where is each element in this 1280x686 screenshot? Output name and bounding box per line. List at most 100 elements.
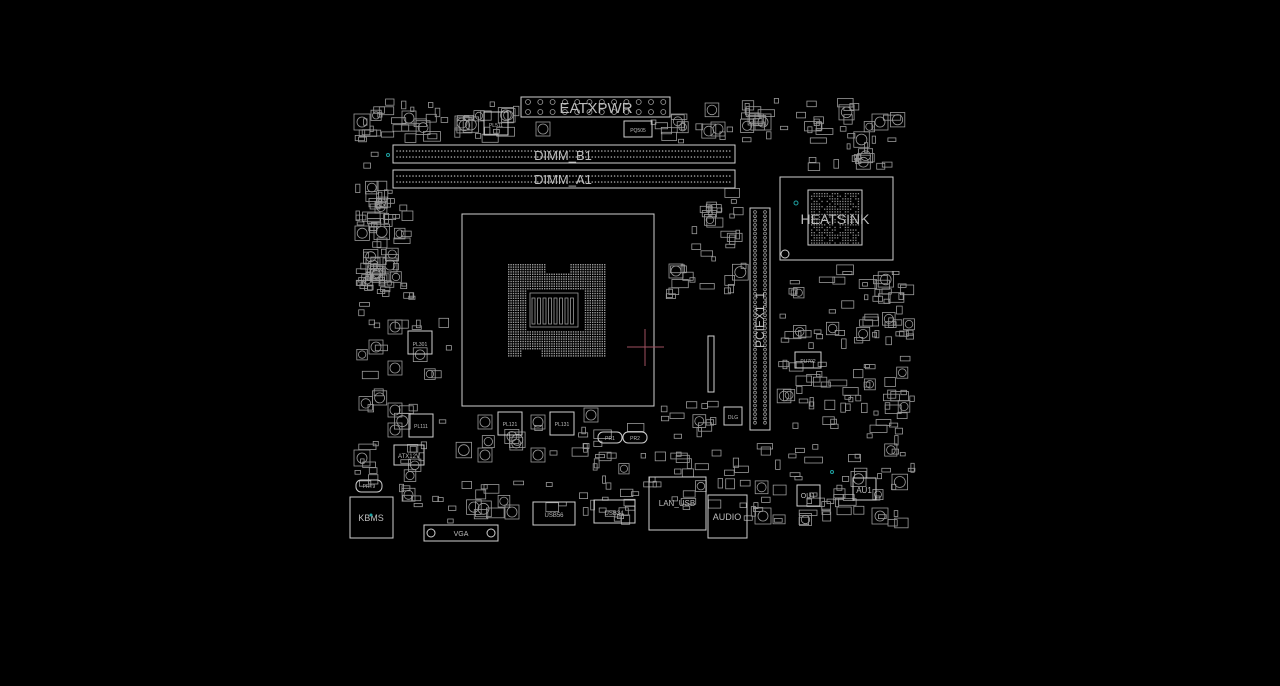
- smd-component: [839, 126, 847, 132]
- smd-component: [809, 137, 827, 144]
- inductor-pl511[interactable]: PL511: [483, 111, 509, 136]
- inductor-pl131[interactable]: PL131: [549, 411, 575, 436]
- pin: [684, 150, 686, 152]
- pin: [524, 321, 527, 323]
- pciex1-slot[interactable]: PCIEX1_1: [749, 207, 771, 431]
- pin: [582, 268, 584, 271]
- smd-component: [842, 270, 853, 275]
- pin: [572, 264, 575, 266]
- pin: [399, 181, 402, 183]
- pin: [629, 156, 632, 158]
- ball: [842, 237, 844, 239]
- smd-component: [750, 506, 756, 517]
- inductor-pl121[interactable]: PL121: [497, 411, 523, 436]
- pin: [601, 309, 603, 311]
- chip-ou1[interactable]: OU1: [796, 484, 821, 507]
- smd-component: [795, 447, 805, 453]
- pin: [604, 181, 606, 183]
- part-dlg[interactable]: DLG: [723, 406, 743, 426]
- pin: [582, 288, 584, 290]
- inductor-pl301[interactable]: PL301: [407, 330, 433, 355]
- pin: [527, 156, 529, 158]
- pin: [584, 324, 587, 326]
- part-pu702[interactable]: PU702: [794, 351, 822, 369]
- pin: [532, 331, 534, 333]
- ball: [844, 234, 847, 236]
- part-pr2[interactable]: PR2: [622, 431, 648, 444]
- pin: [553, 283, 555, 285]
- pin: [562, 156, 565, 158]
- pin: [582, 352, 584, 355]
- pin: [562, 109, 568, 115]
- pin: [517, 350, 519, 352]
- pin: [582, 285, 584, 287]
- pin: [562, 99, 568, 105]
- lan-usb-connector[interactable]: LAN_USB: [648, 476, 707, 531]
- ball: [852, 232, 854, 234]
- smd-component: [735, 229, 740, 240]
- eatxpwr-connector[interactable]: EATXPWR: [520, 96, 671, 118]
- pin: [556, 283, 558, 285]
- part-pr1[interactable]: PR1: [597, 431, 623, 444]
- pin: [594, 156, 597, 158]
- pin: [649, 156, 651, 158]
- usb-connector-2[interactable]: USB34: [593, 499, 636, 524]
- pin: [551, 285, 553, 287]
- pin: [544, 343, 546, 345]
- pin: [532, 283, 534, 285]
- pin: [553, 350, 555, 352]
- smd-component: [438, 419, 447, 424]
- dimm-a1-slot[interactable]: DIMM_A1: [392, 169, 736, 189]
- pin: [514, 181, 517, 183]
- pin: [548, 348, 551, 350]
- pin: [476, 156, 478, 158]
- pin: [527, 336, 529, 338]
- pin: [546, 156, 549, 158]
- chip-au1[interactable]: AU1: [852, 477, 877, 501]
- pin: [479, 156, 482, 158]
- pin: [563, 288, 565, 290]
- pin: [508, 350, 510, 352]
- pin: [524, 276, 527, 278]
- inductor-pl111[interactable]: PL111: [408, 413, 434, 438]
- pin: [753, 240, 757, 244]
- pin: [517, 316, 519, 319]
- pin: [589, 307, 591, 309]
- dimm-b1-slot[interactable]: DIMM_B1: [392, 144, 736, 164]
- pin: [421, 150, 424, 152]
- part-prt9[interactable]: PRT9: [355, 479, 383, 493]
- capacitor: [389, 321, 401, 333]
- pin: [508, 319, 510, 321]
- chipset-heatsink[interactable]: HEATSINK: [779, 176, 894, 261]
- part-atx12v[interactable]: ATX12V: [393, 444, 425, 466]
- cpu-socket[interactable]: [461, 213, 655, 407]
- smd-component: [686, 401, 698, 409]
- vga-connector[interactable]: VGA: [423, 524, 499, 542]
- pin: [522, 328, 524, 331]
- audio-connector[interactable]: AUDIO: [707, 494, 748, 539]
- ball: [813, 226, 815, 229]
- pin: [594, 292, 596, 295]
- pin: [546, 276, 548, 278]
- pin: [520, 319, 522, 321]
- pin: [565, 273, 567, 275]
- pin: [582, 264, 584, 266]
- pin: [601, 181, 603, 183]
- pin: [524, 285, 527, 287]
- pin: [520, 321, 522, 323]
- kbms-connector[interactable]: KBMS: [349, 496, 394, 539]
- part-pq505[interactable]: PQ505: [623, 120, 653, 138]
- capacitor: [368, 339, 384, 355]
- ball: [839, 208, 841, 210]
- pin: [520, 316, 522, 319]
- ball: [813, 211, 815, 213]
- smd-component: [401, 100, 407, 110]
- usb-connector-1[interactable]: USB56: [532, 501, 576, 526]
- pin: [510, 338, 512, 340]
- pin: [570, 280, 572, 283]
- smd-component: [894, 517, 909, 529]
- pin: [515, 297, 517, 299]
- pin: [604, 271, 606, 273]
- pin: [587, 271, 589, 273]
